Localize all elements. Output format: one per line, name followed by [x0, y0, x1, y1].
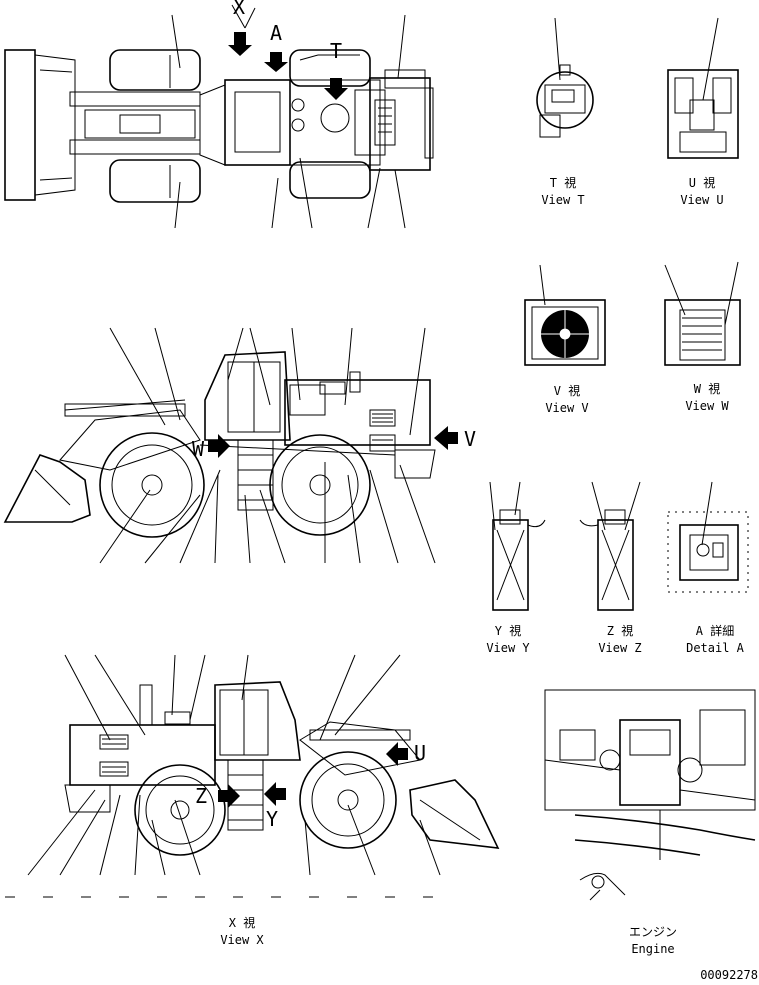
view-z-label-jp: Z 視	[606, 624, 634, 638]
view-u-label-en: View U	[680, 193, 724, 207]
view-v-label-jp: V 視	[553, 384, 581, 398]
view-marker-z: Z	[195, 784, 208, 808]
view-w-label-jp: W 視	[693, 382, 721, 396]
view-w-label-en: View W	[685, 399, 729, 413]
view-u-drawing	[667, 17, 739, 159]
view-marker-y: Y	[266, 807, 279, 831]
view-marker-t: T	[330, 39, 343, 63]
view-z-label-en: View Z	[598, 641, 642, 655]
detail-a-label-jp: A 詳細	[695, 624, 735, 638]
view-t-label-jp: T 視	[549, 176, 577, 190]
view-y-label-jp: Y 視	[494, 624, 522, 638]
engine-label-jp: エンジン	[628, 925, 677, 939]
detail-a-label-en: Detail A	[686, 641, 744, 655]
view-v-label-en: View V	[545, 401, 589, 415]
view-t-drawing	[536, 17, 594, 138]
view-x-label-jp: X 視	[228, 916, 256, 930]
view-z-drawing	[579, 481, 641, 611]
view-x-loader	[5, 654, 500, 898]
view-x-label-en: View X	[220, 933, 264, 947]
view-marker-u: U	[414, 741, 427, 765]
view-marker-a: A	[270, 21, 283, 45]
engine-drawing	[544, 689, 756, 901]
detail-a-drawing	[667, 481, 749, 593]
side-view-loader	[3, 327, 458, 564]
view-marker-v: V	[464, 427, 477, 451]
view-marker-w: W	[192, 437, 205, 461]
engine-label-en: Engine	[631, 942, 675, 956]
view-t-label-en: View T	[541, 193, 585, 207]
view-y-drawing	[489, 481, 546, 611]
view-w-drawing	[664, 261, 741, 366]
top-view-loader	[4, 4, 434, 229]
view-v-drawing	[524, 264, 606, 366]
drawing-number: 00092278	[700, 968, 758, 982]
view-y-label-en: View Y	[486, 641, 530, 655]
view-u-label-jp: U 視	[688, 176, 716, 190]
view-marker-x: X	[233, 0, 246, 19]
